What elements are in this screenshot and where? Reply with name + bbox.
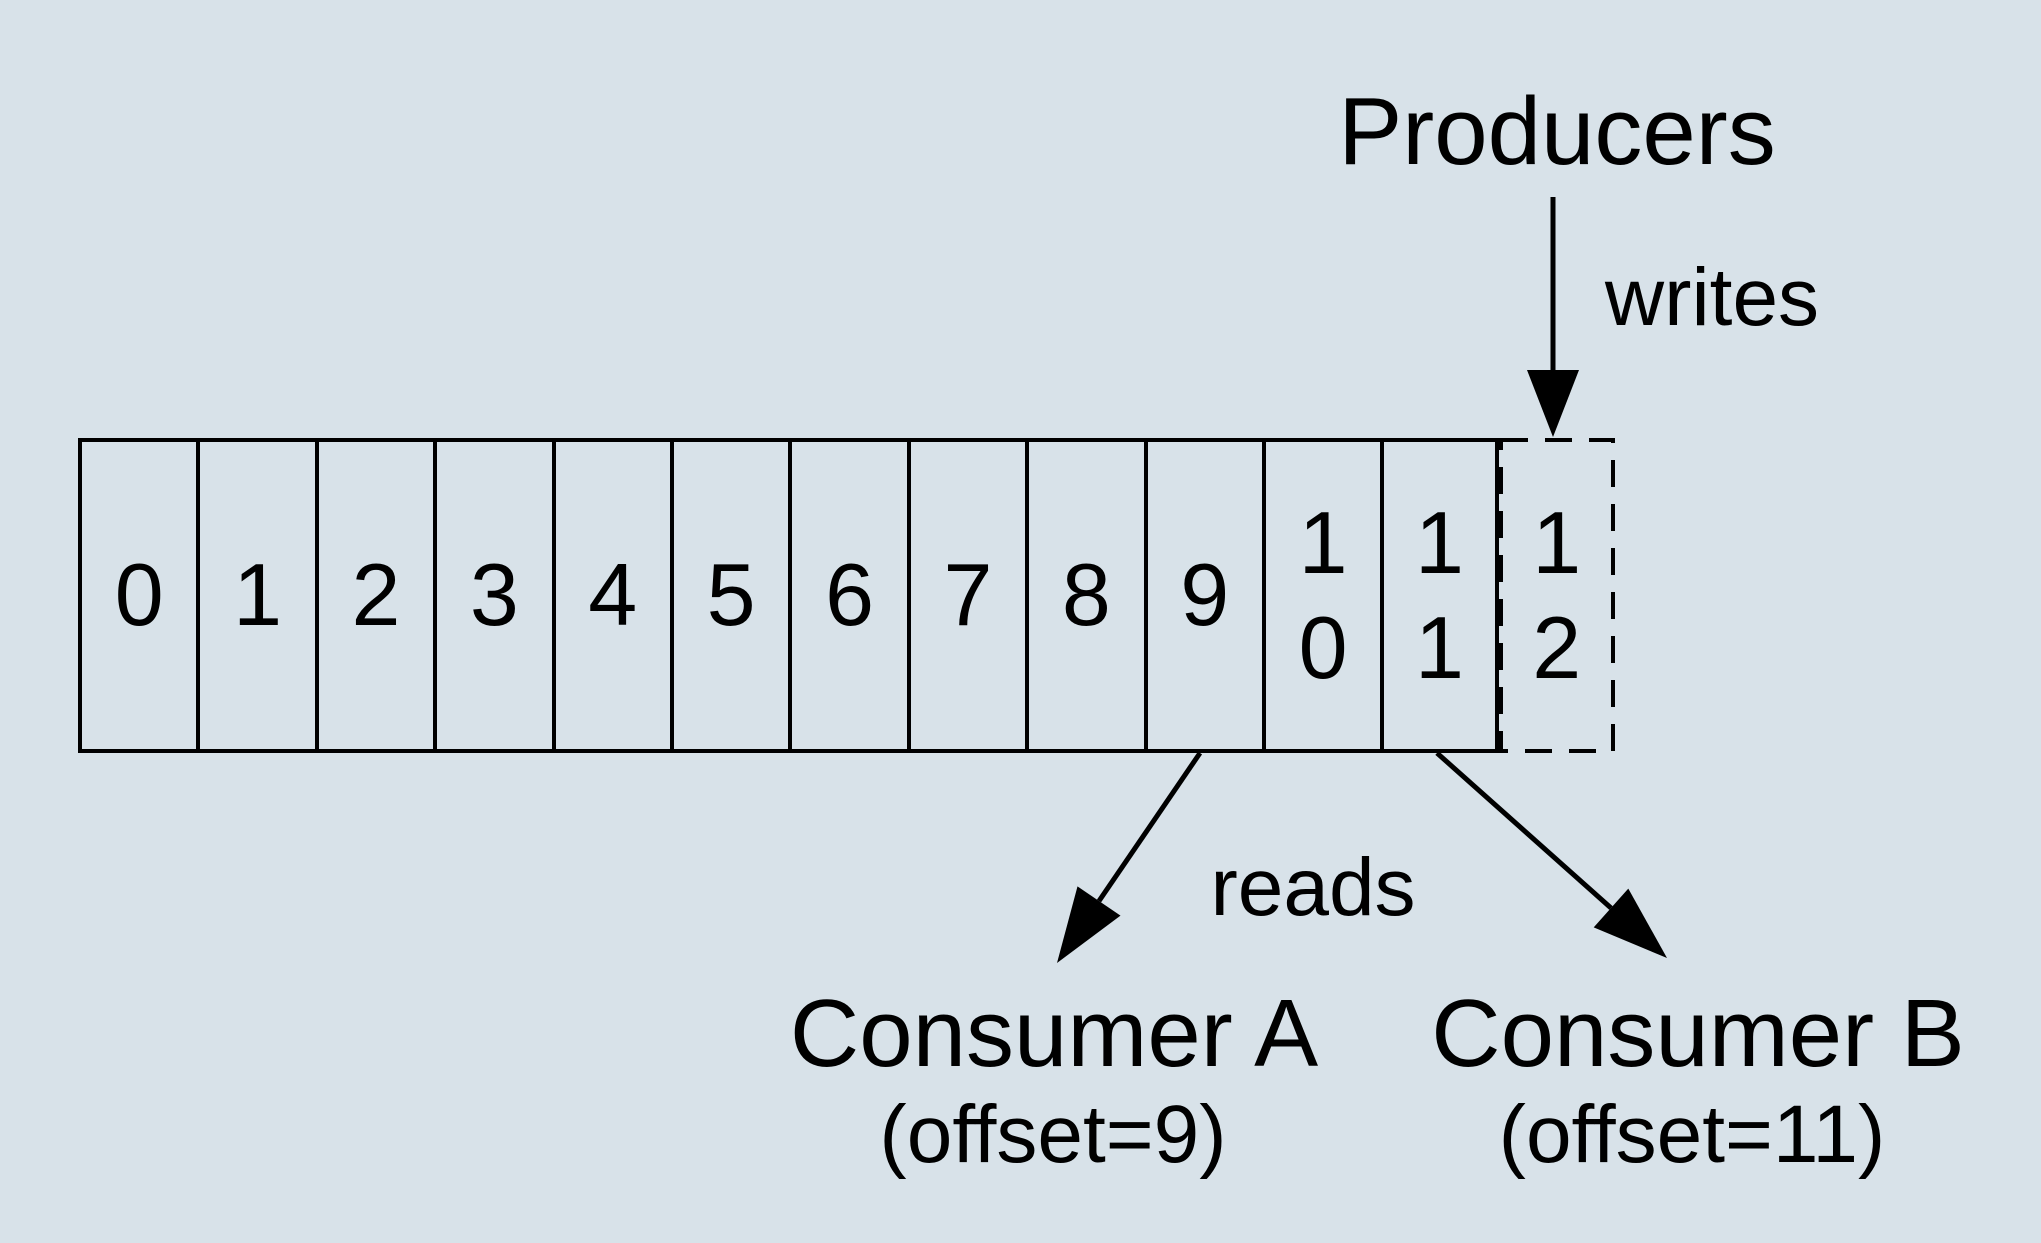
log-cell: 8	[1025, 438, 1144, 753]
log-cell: 10	[1261, 438, 1381, 753]
log-cell: 4	[551, 438, 670, 753]
consumer-b-offset: (offset=11)	[1498, 1089, 1886, 1180]
log-cell-number: 10	[1298, 492, 1348, 697]
consumer-b-read-arrow	[1435, 751, 1667, 958]
log-cell: 5	[669, 438, 789, 753]
log-cell: 9	[1143, 438, 1262, 753]
log-cell-number: 3	[469, 545, 519, 645]
log-cell-number: 2	[351, 545, 401, 645]
writes-label: writes	[1604, 252, 1820, 343]
log-cell-number: 8	[1061, 545, 1111, 645]
consumer-a-label: Consumer A	[789, 980, 1319, 1087]
log-cell: 7	[906, 438, 1026, 753]
consumer-a-read-arrow	[1057, 751, 1203, 963]
log-cell-number: 11	[1415, 492, 1464, 697]
log-cell-number: 4	[588, 545, 638, 645]
log-cell-dashed: 12	[1499, 438, 1615, 753]
consumer-a-offset: (offset=9)	[879, 1089, 1227, 1180]
log-cell: 11	[1380, 438, 1499, 753]
producers-write-arrow	[1527, 197, 1579, 437]
reads-label: reads	[1210, 842, 1416, 933]
log-cell: 3	[433, 438, 552, 753]
producers-label: Producers	[1338, 78, 1776, 185]
log-cell: 6	[788, 438, 907, 753]
log-cell-number: 6	[825, 545, 875, 645]
log-cell-number: 1	[233, 545, 283, 645]
log-cell-number: 12	[1532, 492, 1582, 697]
log-cell: 2	[314, 438, 434, 753]
consumer-b-label: Consumer B	[1431, 980, 1965, 1087]
log-cell-number: 0	[114, 545, 164, 645]
log-cell-number: 9	[1180, 545, 1230, 645]
log-cell-number: 5	[706, 545, 756, 645]
log-cell: 1	[196, 438, 315, 753]
log-cell-number: 7	[943, 545, 993, 645]
log-cell: 0	[78, 438, 197, 753]
